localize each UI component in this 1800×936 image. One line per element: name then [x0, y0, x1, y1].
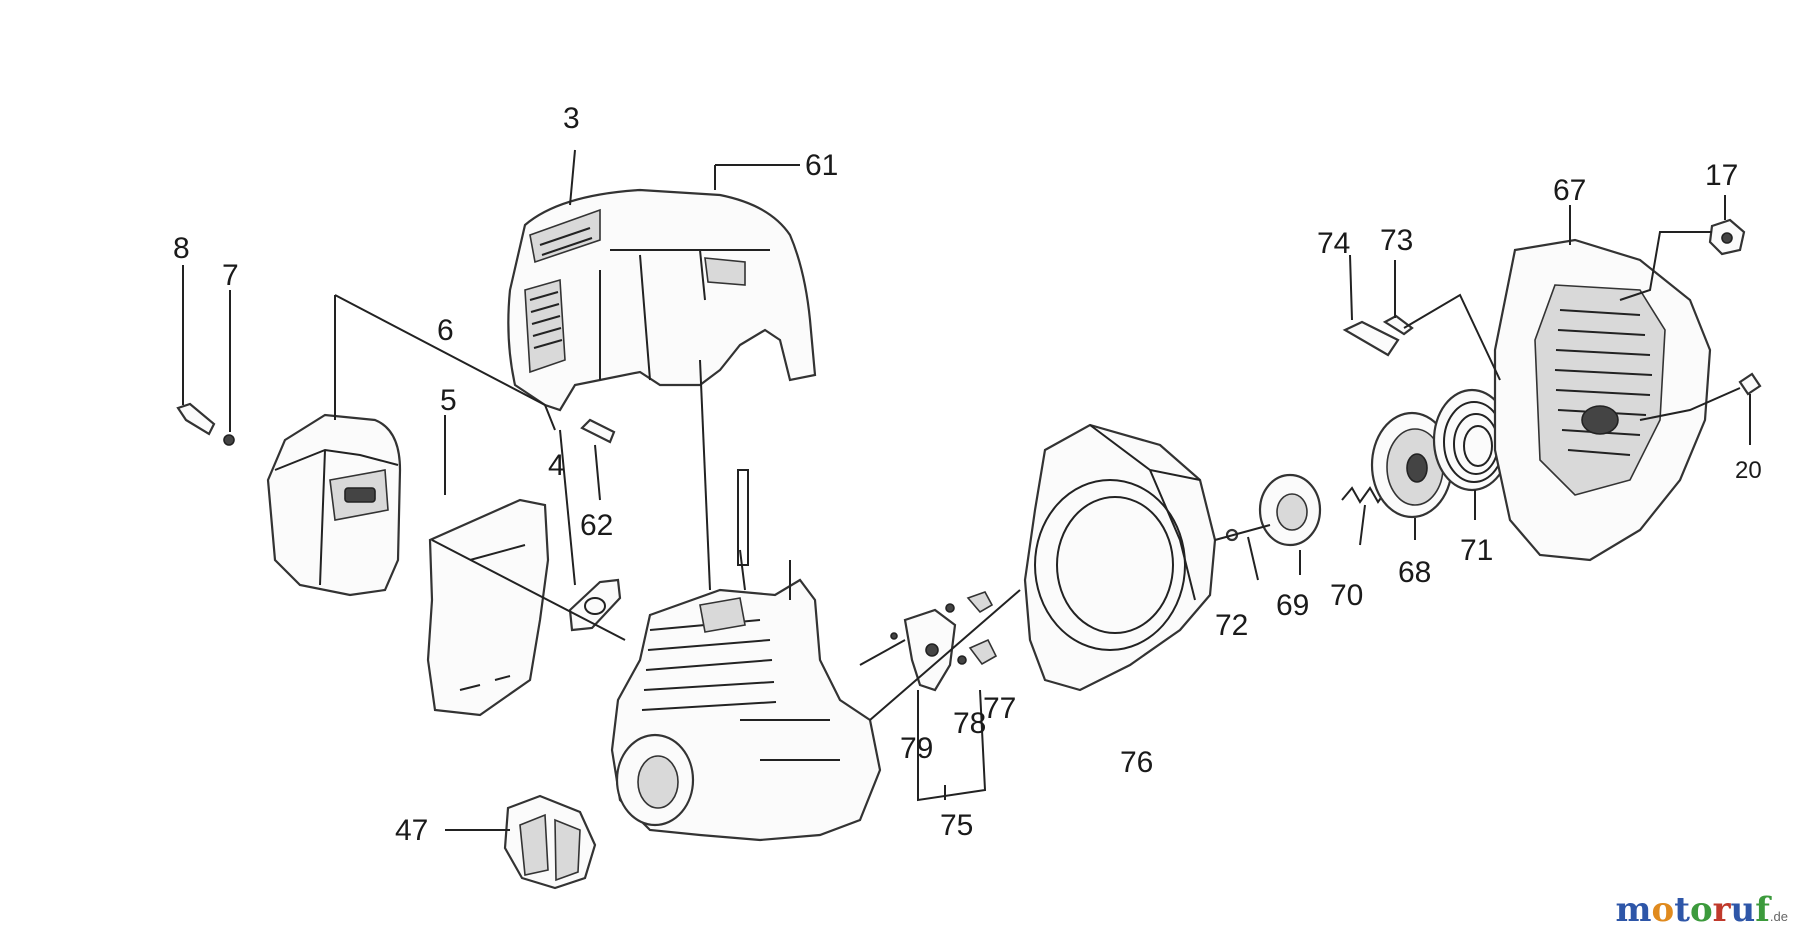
- engine-cover: [507, 188, 817, 412]
- label-5: 5: [440, 384, 457, 417]
- fan-housing: [1023, 423, 1217, 692]
- muffler: [266, 413, 402, 597]
- label-17: 17: [1705, 159, 1738, 192]
- label-71: 71: [1460, 534, 1493, 567]
- label-47: 47: [395, 814, 428, 847]
- leader-lines: [182, 149, 1751, 831]
- bolt-73: [1382, 314, 1414, 336]
- spring-70: [1341, 486, 1389, 504]
- label-6: 6: [437, 314, 454, 347]
- motoruf-logo: motoruf.de: [1616, 890, 1788, 930]
- bolt-8: [176, 402, 216, 436]
- gasket-4: [568, 578, 622, 632]
- label-67: 67: [1553, 174, 1586, 207]
- pawl-assembly: [890, 591, 998, 692]
- pulley-hub-69: [1258, 473, 1322, 547]
- heat-shield: [426, 498, 550, 717]
- label-8: 8: [173, 232, 190, 265]
- bolt-62: [580, 418, 616, 444]
- label-20: 20: [1735, 457, 1762, 484]
- label-68: 68: [1398, 556, 1431, 589]
- label-70: 70: [1330, 579, 1363, 612]
- label-69: 69: [1276, 589, 1309, 622]
- logo-letter: f: [1755, 890, 1770, 930]
- logo-suffix: .de: [1769, 909, 1788, 924]
- washer-7: [223, 434, 235, 446]
- label-79: 79: [900, 732, 933, 765]
- logo-letter: o: [1689, 890, 1713, 930]
- label-4: 4: [548, 449, 565, 482]
- label-61: 61: [805, 149, 838, 182]
- logo-letter: m: [1615, 890, 1652, 930]
- label-78: 78: [953, 707, 986, 740]
- recoil-spring-71: [1432, 388, 1512, 492]
- screw-20: [1738, 372, 1762, 396]
- logo-letter: r: [1712, 890, 1731, 930]
- nut-17: [1708, 218, 1746, 256]
- label-72: 72: [1215, 609, 1248, 642]
- logo-letter: t: [1674, 890, 1690, 930]
- part-labels: 3 61 8 7 6 5 4 62 47 79 78 77 75 76 72 6…: [173, 102, 1762, 847]
- label-7: 7: [222, 259, 239, 292]
- label-76: 76: [1120, 746, 1153, 779]
- label-62: 62: [580, 509, 613, 542]
- intake-adapter: [503, 794, 597, 890]
- logo-letter: o: [1651, 890, 1675, 930]
- label-3: 3: [563, 102, 580, 135]
- starter-housing-67: [1493, 238, 1712, 562]
- label-74: 74: [1317, 227, 1350, 260]
- label-77: 77: [983, 692, 1016, 725]
- engine-block: [610, 469, 882, 842]
- handle-74: [1342, 320, 1400, 357]
- label-75: 75: [940, 809, 973, 842]
- logo-letter: u: [1730, 890, 1756, 930]
- label-73: 73: [1380, 224, 1413, 257]
